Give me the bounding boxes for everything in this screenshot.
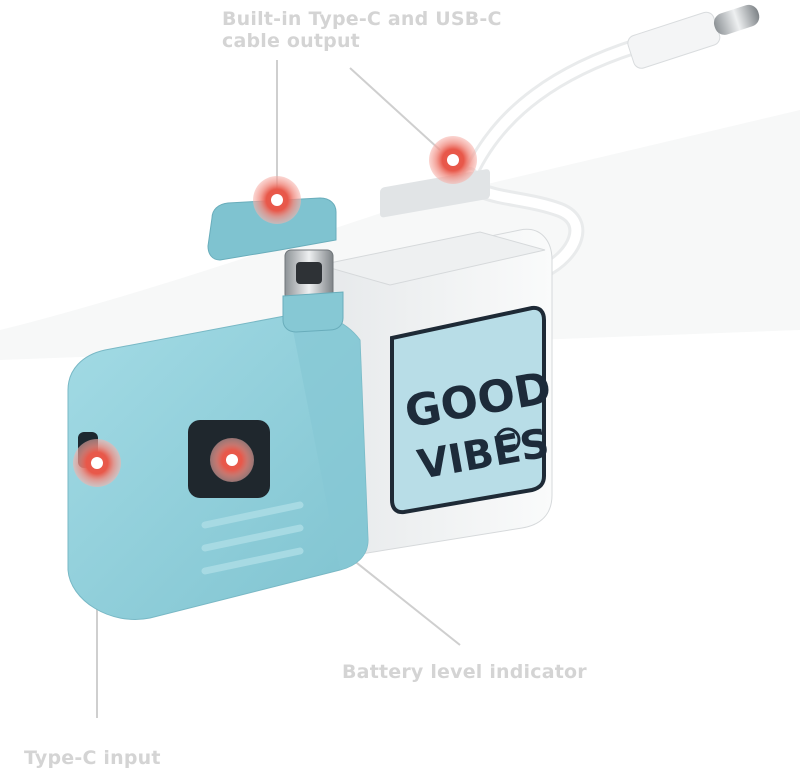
callout-builtin-output: Built-in Type-C and USB-C cable output [222,8,502,52]
background-haze [0,110,800,360]
callout-typec-input: Type-C input [24,747,161,769]
vent-grille [201,501,304,575]
usb-c-connector-icon [627,4,760,69]
callout-battery-indicator: Battery level indicator [342,661,587,683]
headphones-icon [495,427,521,453]
good-vibes-sticker: GOOD VIBES [390,305,555,515]
markers [73,136,477,487]
connector-cap [207,197,344,333]
leader-line-builtin-right [349,67,441,151]
